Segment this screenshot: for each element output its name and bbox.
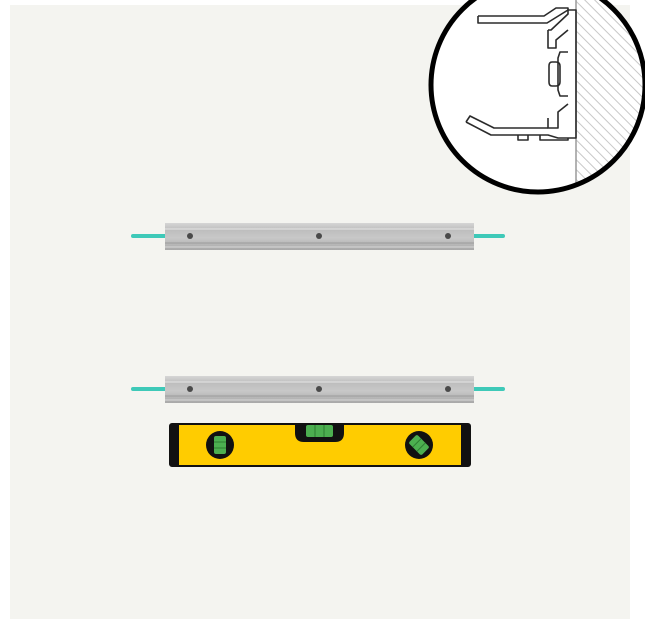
spirit-level <box>169 423 471 467</box>
level-vertical-vial <box>206 431 234 459</box>
level-end-cap-left <box>170 424 179 466</box>
profile-cross-section-icon <box>465 7 577 141</box>
profile-rail-top <box>131 223 505 250</box>
level-end-cap-right <box>461 424 470 466</box>
screw-dot <box>187 233 193 239</box>
screw-dot <box>445 386 451 392</box>
screw-dot <box>316 386 322 392</box>
inset-ring <box>428 0 645 195</box>
profile-rail-leveled <box>131 376 505 403</box>
screw-dot <box>187 386 193 392</box>
screw-dot <box>445 233 451 239</box>
screw-dot <box>316 233 322 239</box>
cross-section-inset <box>428 0 645 195</box>
level-diagonal-vial <box>405 431 433 459</box>
